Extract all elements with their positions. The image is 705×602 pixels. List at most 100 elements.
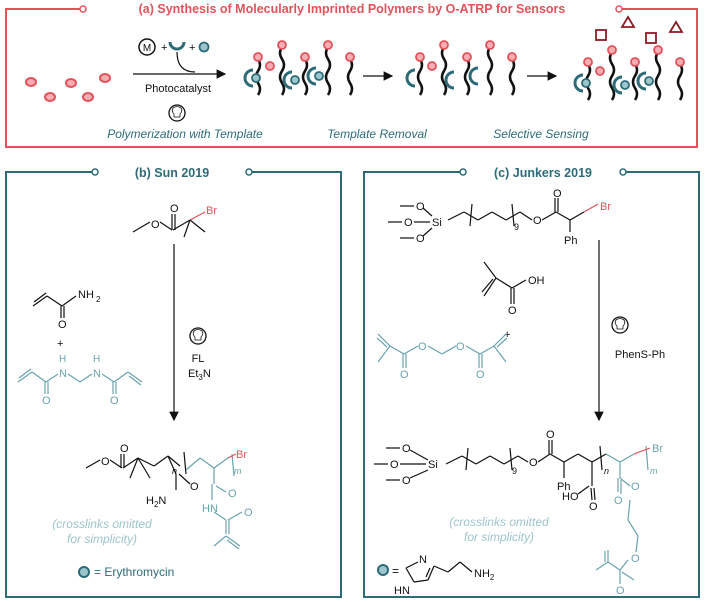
cup-template-icon bbox=[168, 41, 186, 51]
svg-text:Si: Si bbox=[432, 217, 442, 229]
panel-b-note-line1: (crosslinks omitted bbox=[52, 517, 152, 531]
product-amide-nh2: H2N bbox=[146, 495, 166, 509]
svg-text:HN: HN bbox=[202, 503, 218, 515]
svg-text:O: O bbox=[589, 501, 598, 513]
svg-text:O: O bbox=[553, 188, 562, 200]
light-bulb-icon bbox=[189, 327, 207, 345]
histamine-amine: NH2 bbox=[474, 568, 495, 582]
svg-text:O: O bbox=[631, 553, 640, 565]
egdma-structure bbox=[376, 333, 508, 368]
teal-bead-icon bbox=[377, 564, 389, 576]
svg-text:O: O bbox=[151, 219, 160, 231]
svg-text:O: O bbox=[190, 481, 199, 493]
svg-text:O: O bbox=[101, 456, 110, 468]
svg-text:M: M bbox=[143, 43, 151, 54]
svg-text:O: O bbox=[616, 585, 625, 597]
svg-text:O: O bbox=[546, 429, 555, 441]
teal-bead-icon bbox=[78, 566, 90, 578]
svg-text:+: + bbox=[504, 329, 510, 341]
svg-text:O: O bbox=[614, 495, 623, 507]
svg-text:O: O bbox=[508, 305, 517, 317]
svg-text:O: O bbox=[244, 507, 253, 519]
svg-text:O: O bbox=[631, 481, 640, 493]
svg-text:O: O bbox=[416, 201, 425, 213]
circle-m-icon bbox=[138, 38, 156, 56]
condition-photocatalyst: FL bbox=[192, 353, 205, 365]
methacrylic-acid-structure bbox=[481, 261, 527, 304]
panel-b: (b) Sun 2019 O O Br NH 2 O + bbox=[5, 164, 342, 598]
svg-text:Br: Br bbox=[652, 443, 663, 455]
svg-text:m: m bbox=[234, 466, 242, 476]
svg-text:=: = bbox=[392, 564, 399, 578]
svg-text:m: m bbox=[650, 466, 658, 476]
square-analyte-icon bbox=[595, 29, 607, 41]
svg-text:O: O bbox=[120, 443, 129, 455]
svg-text:O: O bbox=[42, 395, 51, 407]
triangle-analyte-icon bbox=[620, 15, 636, 28]
svg-text:O: O bbox=[418, 341, 427, 353]
svg-text:9: 9 bbox=[514, 222, 519, 232]
acrylamide-structure bbox=[32, 292, 77, 318]
svg-text:+: + bbox=[57, 338, 63, 350]
step3-label: Selective Sensing bbox=[493, 127, 589, 141]
light-bulb-icon bbox=[168, 104, 186, 122]
product-structure-b bbox=[85, 451, 191, 490]
panel-b-note-line2: for simplicity) bbox=[67, 532, 137, 546]
svg-text:Ph: Ph bbox=[564, 235, 577, 247]
svg-text:O: O bbox=[533, 215, 542, 227]
crosslinker-structure bbox=[17, 368, 143, 394]
svg-text:N: N bbox=[93, 368, 101, 380]
svg-text:HN: HN bbox=[394, 585, 410, 597]
svg-text:NH: NH bbox=[78, 289, 94, 301]
svg-text:O: O bbox=[110, 395, 119, 407]
panel-c-note-line2: for simplicity) bbox=[464, 530, 534, 544]
svg-text:n: n bbox=[604, 466, 609, 476]
svg-text:O: O bbox=[170, 203, 179, 215]
svg-text:Ph: Ph bbox=[557, 481, 570, 493]
svg-text:O: O bbox=[456, 341, 465, 353]
svg-text:HO: HO bbox=[562, 491, 579, 503]
svg-text:OH: OH bbox=[528, 275, 545, 287]
svg-text:Br: Br bbox=[236, 449, 247, 461]
teal-bead-icon bbox=[198, 41, 210, 53]
condition-base: Et3N bbox=[188, 368, 211, 382]
step1-label: Polymerization with Template bbox=[107, 127, 263, 141]
svg-text:O: O bbox=[400, 369, 409, 381]
svg-text:2: 2 bbox=[96, 295, 101, 304]
svg-text:O: O bbox=[58, 319, 67, 331]
scattered-beads bbox=[25, 73, 111, 102]
polymer-template-removed bbox=[405, 40, 517, 96]
svg-text:Photocatalyst: Photocatalyst bbox=[145, 83, 211, 95]
panel-b-title: (b) Sun 2019 bbox=[135, 166, 209, 180]
svg-text:H: H bbox=[59, 354, 66, 365]
step2-label: Template Removal bbox=[327, 127, 427, 141]
svg-text:9: 9 bbox=[512, 466, 517, 476]
condition-photocatalyst-c: PhenS-Ph bbox=[615, 349, 665, 361]
svg-text:O: O bbox=[529, 457, 538, 469]
polymer-sensing bbox=[573, 15, 685, 101]
svg-text:N: N bbox=[59, 368, 67, 380]
panel-c: (c) Junkers 2019 O O O Si bbox=[363, 164, 700, 598]
panel-a: (a) Synthesis of Molecularly Imprinted P… bbox=[5, 0, 698, 148]
svg-text:O: O bbox=[416, 233, 425, 245]
svg-text:O: O bbox=[402, 443, 411, 455]
histamine-structure bbox=[405, 561, 473, 583]
panel-a-title: (a) Synthesis of Molecularly Imprinted P… bbox=[139, 2, 566, 16]
svg-text:Br: Br bbox=[600, 201, 611, 213]
svg-text:+: + bbox=[161, 42, 167, 54]
svg-text:+: + bbox=[189, 42, 195, 54]
svg-text:O: O bbox=[404, 217, 413, 229]
polymer-with-template bbox=[243, 40, 355, 96]
svg-text:Br: Br bbox=[206, 205, 217, 217]
light-bulb-icon bbox=[611, 316, 629, 334]
svg-text:H: H bbox=[93, 354, 100, 365]
svg-text:O: O bbox=[390, 459, 399, 471]
svg-text:O: O bbox=[476, 369, 485, 381]
svg-text:O: O bbox=[402, 475, 411, 487]
svg-text:O: O bbox=[228, 488, 237, 500]
silane-initiator-structure bbox=[447, 198, 585, 232]
svg-text:Si: Si bbox=[428, 459, 438, 471]
svg-text:n: n bbox=[172, 466, 177, 476]
product-structure-c bbox=[445, 440, 607, 501]
